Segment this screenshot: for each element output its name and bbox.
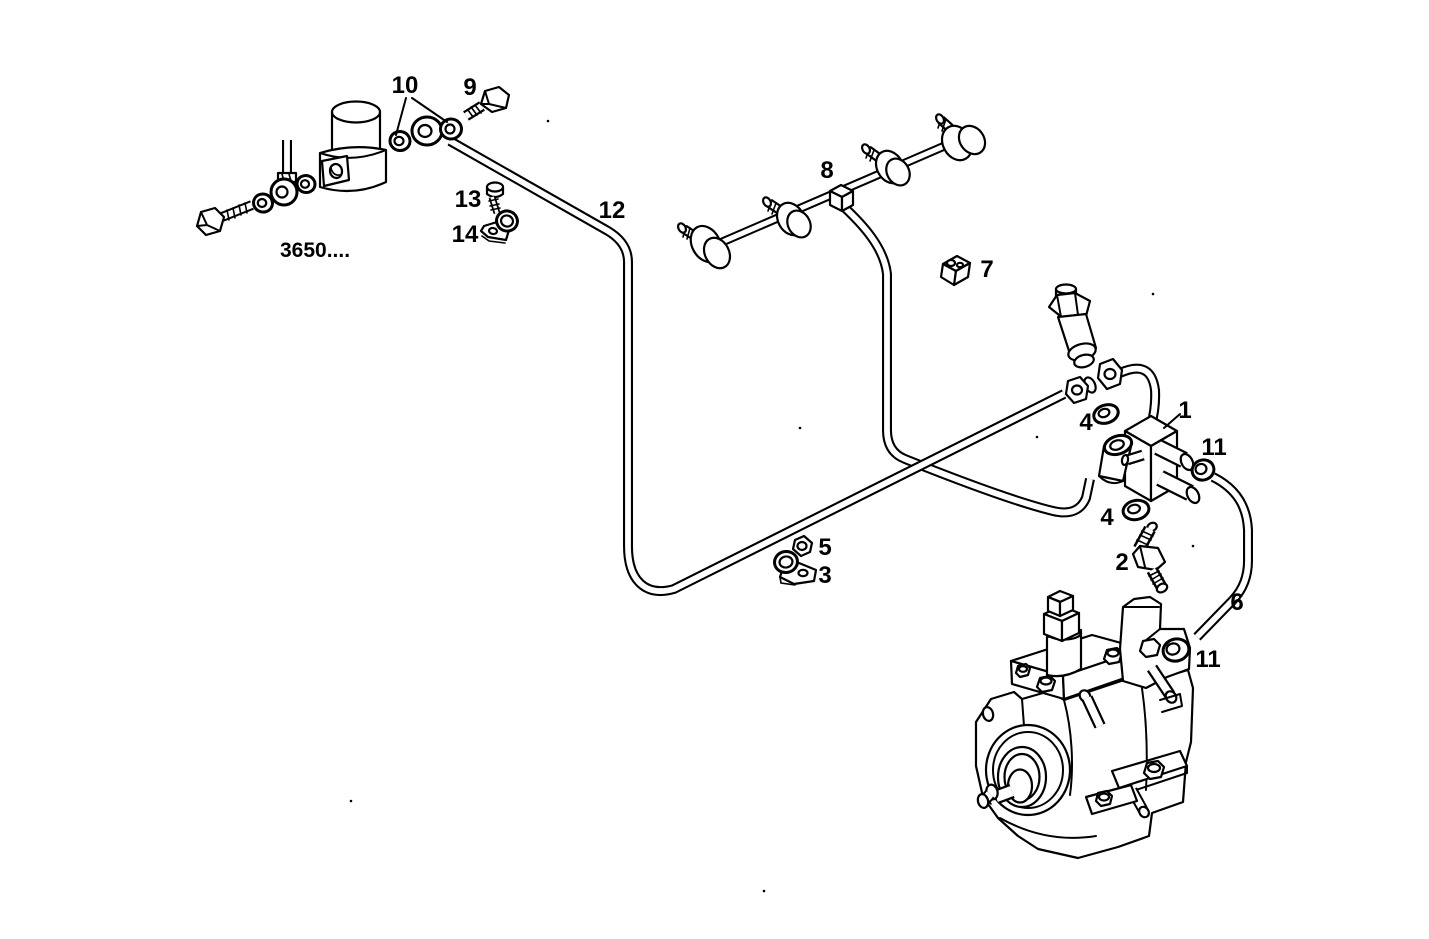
callout-11-upper: 11 bbox=[1201, 434, 1226, 461]
callout-1: 1 bbox=[1178, 397, 1191, 424]
nut-11-upper bbox=[1190, 458, 1216, 482]
clamp-14 bbox=[479, 209, 519, 244]
callout-4-lower: 4 bbox=[1100, 504, 1114, 531]
pipe-12 bbox=[447, 136, 1067, 596]
pump-solenoid bbox=[1042, 589, 1083, 678]
leader-10 bbox=[395, 97, 448, 136]
filter-banjo-bolt bbox=[195, 200, 254, 237]
washer-4-lower bbox=[1121, 498, 1151, 522]
leader-1 bbox=[1163, 413, 1181, 429]
callout-14: 14 bbox=[452, 221, 479, 248]
pipe-12-nut bbox=[1064, 375, 1097, 405]
callout-7: 7 bbox=[980, 256, 993, 283]
callout-10: 10 bbox=[392, 72, 419, 99]
clamp-3 bbox=[773, 549, 818, 586]
screw-13 bbox=[485, 181, 505, 215]
callout-8: 8 bbox=[820, 157, 833, 184]
banjo-bolt-9 bbox=[463, 85, 511, 121]
callout-12: 12 bbox=[599, 197, 626, 224]
block-port-lower bbox=[1185, 485, 1201, 505]
washer-4-upper bbox=[1092, 403, 1120, 425]
fuel-rail bbox=[676, 113, 987, 270]
rail-elbow-right bbox=[934, 113, 987, 162]
pump-inlet-boss bbox=[1138, 637, 1162, 659]
callout-11-lower: 11 bbox=[1195, 646, 1220, 673]
callout-2: 2 bbox=[1115, 549, 1128, 576]
callout-13: 13 bbox=[455, 186, 482, 213]
filter-canister bbox=[318, 100, 388, 193]
caption-3650: 3650.... bbox=[280, 239, 350, 262]
stud-fitting-2 bbox=[1131, 521, 1169, 594]
callout-3: 3 bbox=[818, 562, 831, 589]
callouts: 10 9 13 14 12 8 7 1 4 11 4 2 5 3 6 11 36… bbox=[280, 72, 1244, 673]
rail-elbow-left bbox=[676, 222, 732, 270]
callout-9: 9 bbox=[463, 74, 476, 101]
banjo-assembly-top bbox=[388, 85, 511, 153]
rail-tee-1 bbox=[761, 196, 812, 239]
callout-4-upper: 4 bbox=[1079, 409, 1093, 436]
callout-5: 5 bbox=[818, 534, 831, 561]
elbow-nut bbox=[1096, 357, 1124, 391]
print-specks bbox=[349, 119, 1195, 893]
pump-flange-hole bbox=[981, 706, 995, 722]
pipe-6 bbox=[1193, 472, 1253, 641]
connector-block-7 bbox=[939, 254, 972, 287]
injection-pump bbox=[974, 589, 1195, 860]
callout-6: 6 bbox=[1230, 589, 1243, 616]
rail-center-block bbox=[828, 183, 855, 213]
nut-5 bbox=[791, 534, 814, 558]
rail-tee-2 bbox=[860, 143, 911, 187]
valve-block-assembly bbox=[1047, 283, 1216, 505]
nut-11-lower bbox=[1161, 637, 1191, 663]
filter-assembly bbox=[195, 100, 388, 237]
relief-valve bbox=[1047, 283, 1098, 369]
rail-return-pipe bbox=[840, 203, 1095, 518]
block-left-sleeve bbox=[1097, 433, 1134, 485]
